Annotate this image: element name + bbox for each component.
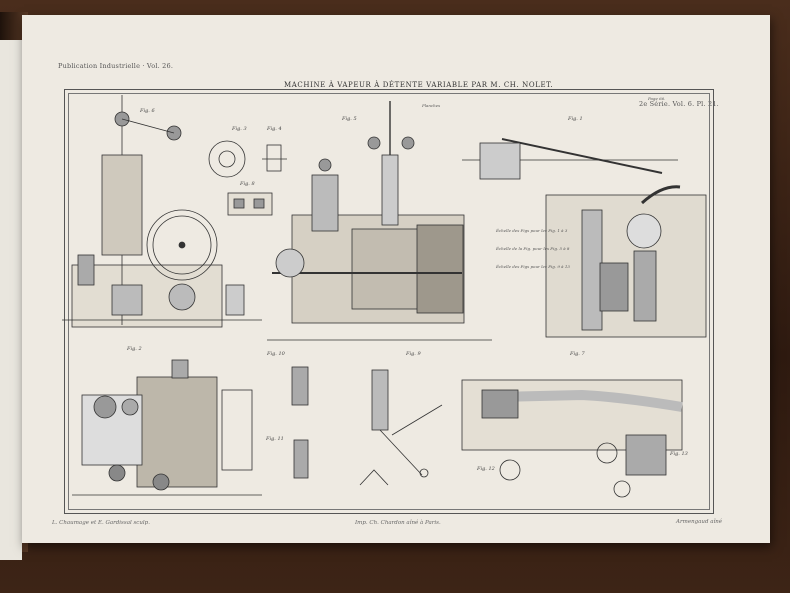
fig-label-8: Fig. 8 — [239, 181, 255, 187]
fig8-valve-box — [227, 192, 273, 216]
fig-label-7: Fig. 7 — [569, 351, 585, 357]
scale-note-1: Échelle des Figs pour les Fig. 1 à 3 — [495, 228, 568, 233]
printer-credit: Imp. Ch. Chardon aîné à Paris. — [355, 520, 441, 526]
plate-title: MACHINE À VAPEUR À DÉTENTE VARIABLE PAR … — [284, 81, 554, 89]
fig7-pump-pipe — [461, 379, 683, 498]
fig5-cylinder-section — [267, 101, 492, 341]
engineering-drawing: Fig. 6 Fig. 3 Fig. 4 Fig. 5 Fig. 8 Fig. … — [62, 95, 707, 498]
fig-label-2: Fig. 2 — [126, 346, 142, 352]
fig-label-5: Fig. 5 — [341, 116, 357, 122]
fig-label-6: Fig. 6 — [139, 108, 155, 114]
header-publication: Publication Industrielle · Vol. 26. — [58, 62, 174, 70]
page-label: Page 66. — [647, 96, 665, 101]
scale-label: Planches — [421, 103, 440, 108]
fig-label-4: Fig. 4 — [266, 126, 282, 132]
fig-label-12: Fig. 12 — [476, 466, 495, 472]
fig9-valve-gear — [359, 369, 443, 486]
scale-note-2: Échelle de la Fig. pour les Fig. 5 à 8 — [495, 246, 570, 251]
fig-label-3: Fig. 3 — [231, 126, 247, 132]
engraver-credit: L. Chaumage et E. Gardissal sculp. — [52, 520, 150, 526]
fig1-pump-elevation — [462, 138, 707, 338]
fig6-engine-elevation — [62, 95, 262, 328]
fig-label-9: Fig. 9 — [405, 351, 421, 357]
fig-label-1: Fig. 1 — [567, 116, 583, 122]
header-series: 2e Série. Vol. 6. Pl. 21. — [639, 100, 719, 108]
author-credit: Armengaud aîné — [676, 519, 723, 525]
fig3-fig4-parts — [208, 140, 287, 178]
fig2-elevation — [72, 359, 262, 496]
plate-page: Publication Industrielle · Vol. 26. MACH… — [22, 15, 770, 543]
fig-label-13: Fig. 13 — [669, 451, 688, 457]
plate-frame-inner — [68, 93, 710, 510]
fig-label-11: Fig. 11 — [265, 436, 284, 442]
page-edge — [0, 40, 22, 560]
fig12-disc — [499, 459, 521, 481]
fig10-fig11-parts — [291, 366, 309, 479]
scale-note-3: Échelle des Figs pour les Fig. 9 à 13 — [495, 264, 570, 269]
fig-label-10: Fig. 10 — [266, 351, 286, 357]
plate-frame-outer — [64, 89, 714, 514]
